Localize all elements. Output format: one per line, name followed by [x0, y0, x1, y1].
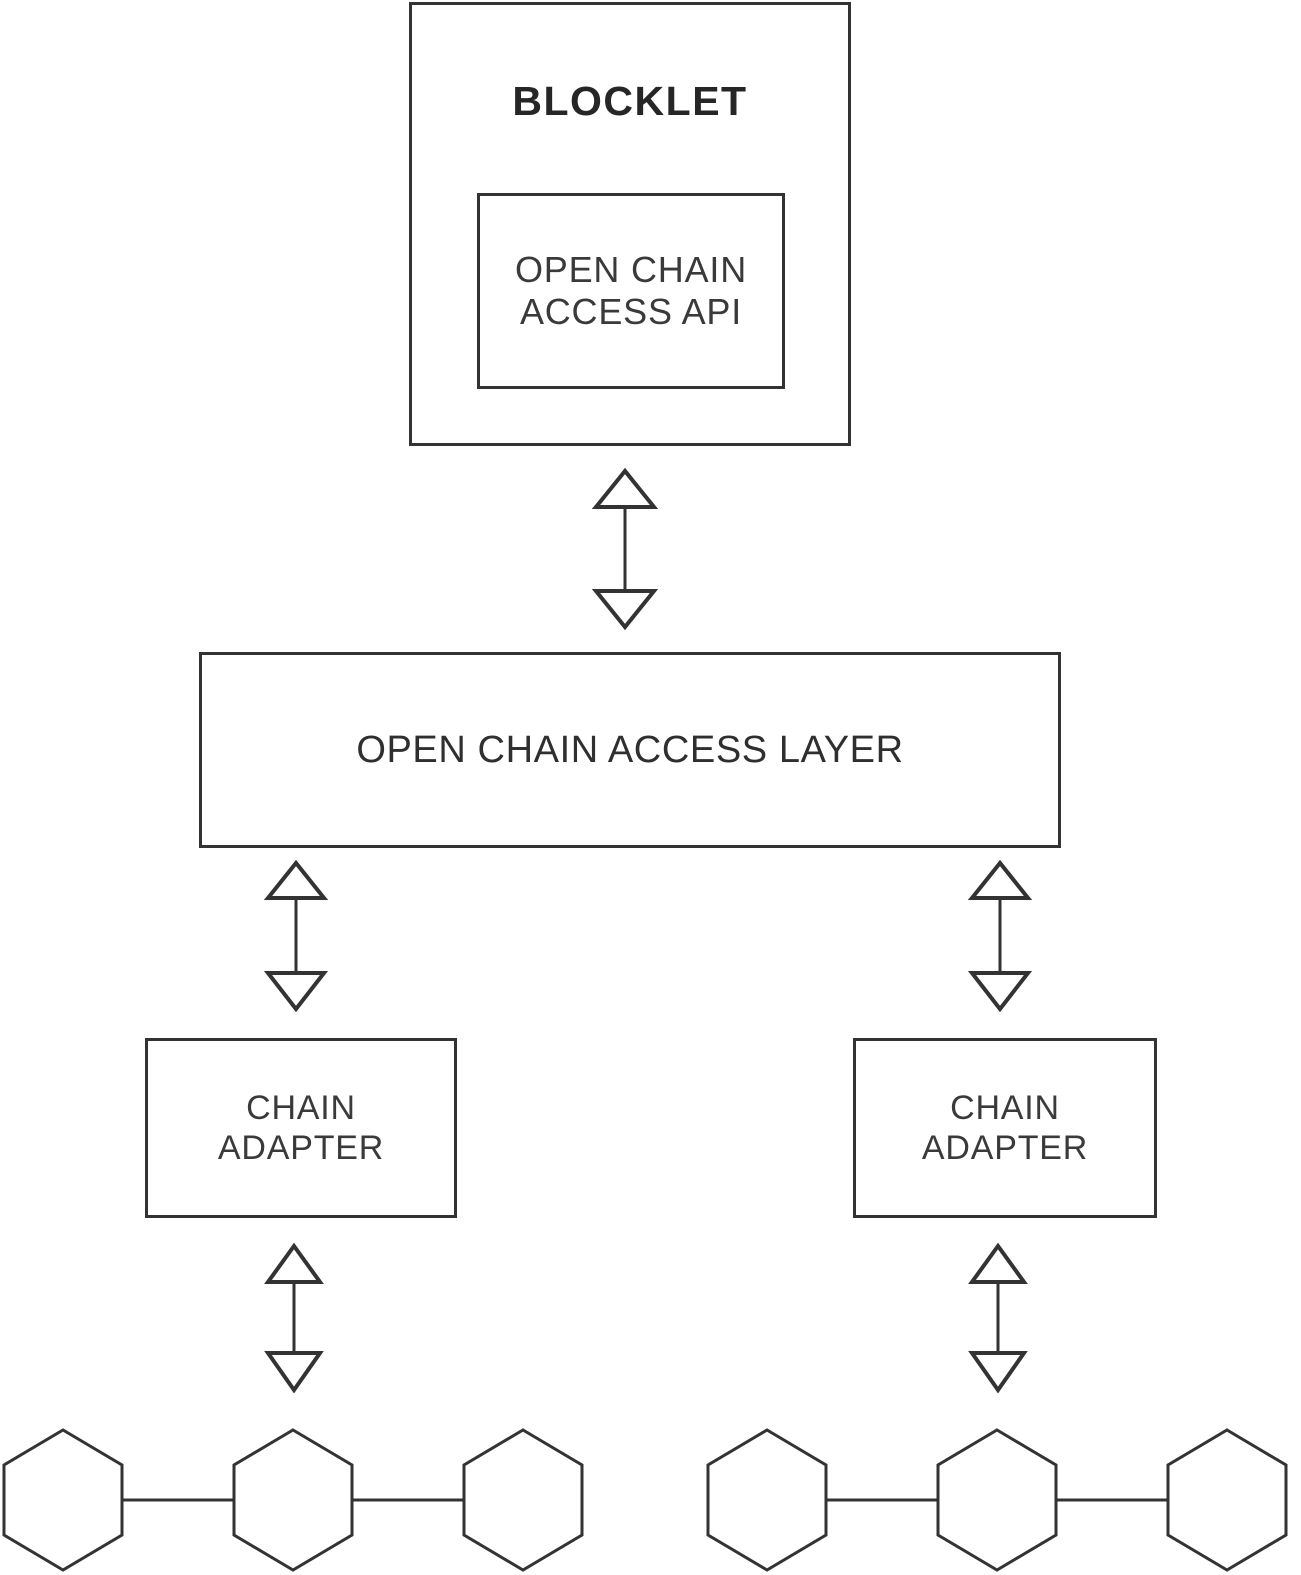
- connector-chain-adapter-right-to-blockchain-right: [968, 1242, 1028, 1394]
- blockchain-left-hexagon-1: [2, 1428, 124, 1572]
- chain-adapter-left-label: CHAIN ADAPTER: [217, 1088, 385, 1167]
- chain-adapter-right-box: CHAIN ADAPTER: [853, 1038, 1157, 1218]
- blockchain-right-hexagon-2: [936, 1428, 1058, 1572]
- blockchain-right-hexagon-1: [706, 1428, 828, 1572]
- blockchain-left-hexagon-2: [232, 1428, 354, 1572]
- blocklet-label: BLOCKLET: [512, 78, 748, 124]
- connector-layer-to-chain-adapter-left: [263, 859, 329, 1013]
- connector-blocklet-to-layer: [591, 467, 659, 631]
- chain-adapter-left-box: CHAIN ADAPTER: [145, 1038, 457, 1218]
- connector-chain-adapter-left-to-blockchain-left: [264, 1242, 324, 1394]
- connector-layer-to-chain-adapter-right: [967, 859, 1033, 1013]
- open-chain-access-layer-box: OPEN CHAIN ACCESS LAYER: [199, 652, 1061, 848]
- open-chain-access-api-label: OPEN CHAIN ACCESS API: [514, 248, 748, 332]
- open-chain-access-layer-label: OPEN CHAIN ACCESS LAYER: [356, 728, 904, 771]
- open-chain-access-api-box: OPEN CHAIN ACCESS API: [477, 193, 785, 389]
- chain-adapter-right-label: CHAIN ADAPTER: [921, 1088, 1089, 1167]
- blockchain-left-hexagon-3: [462, 1428, 584, 1572]
- blockchain-right-hexagon-3: [1166, 1428, 1288, 1572]
- blockchain-right: [706, 1428, 1288, 1572]
- blockchain-left: [2, 1428, 584, 1572]
